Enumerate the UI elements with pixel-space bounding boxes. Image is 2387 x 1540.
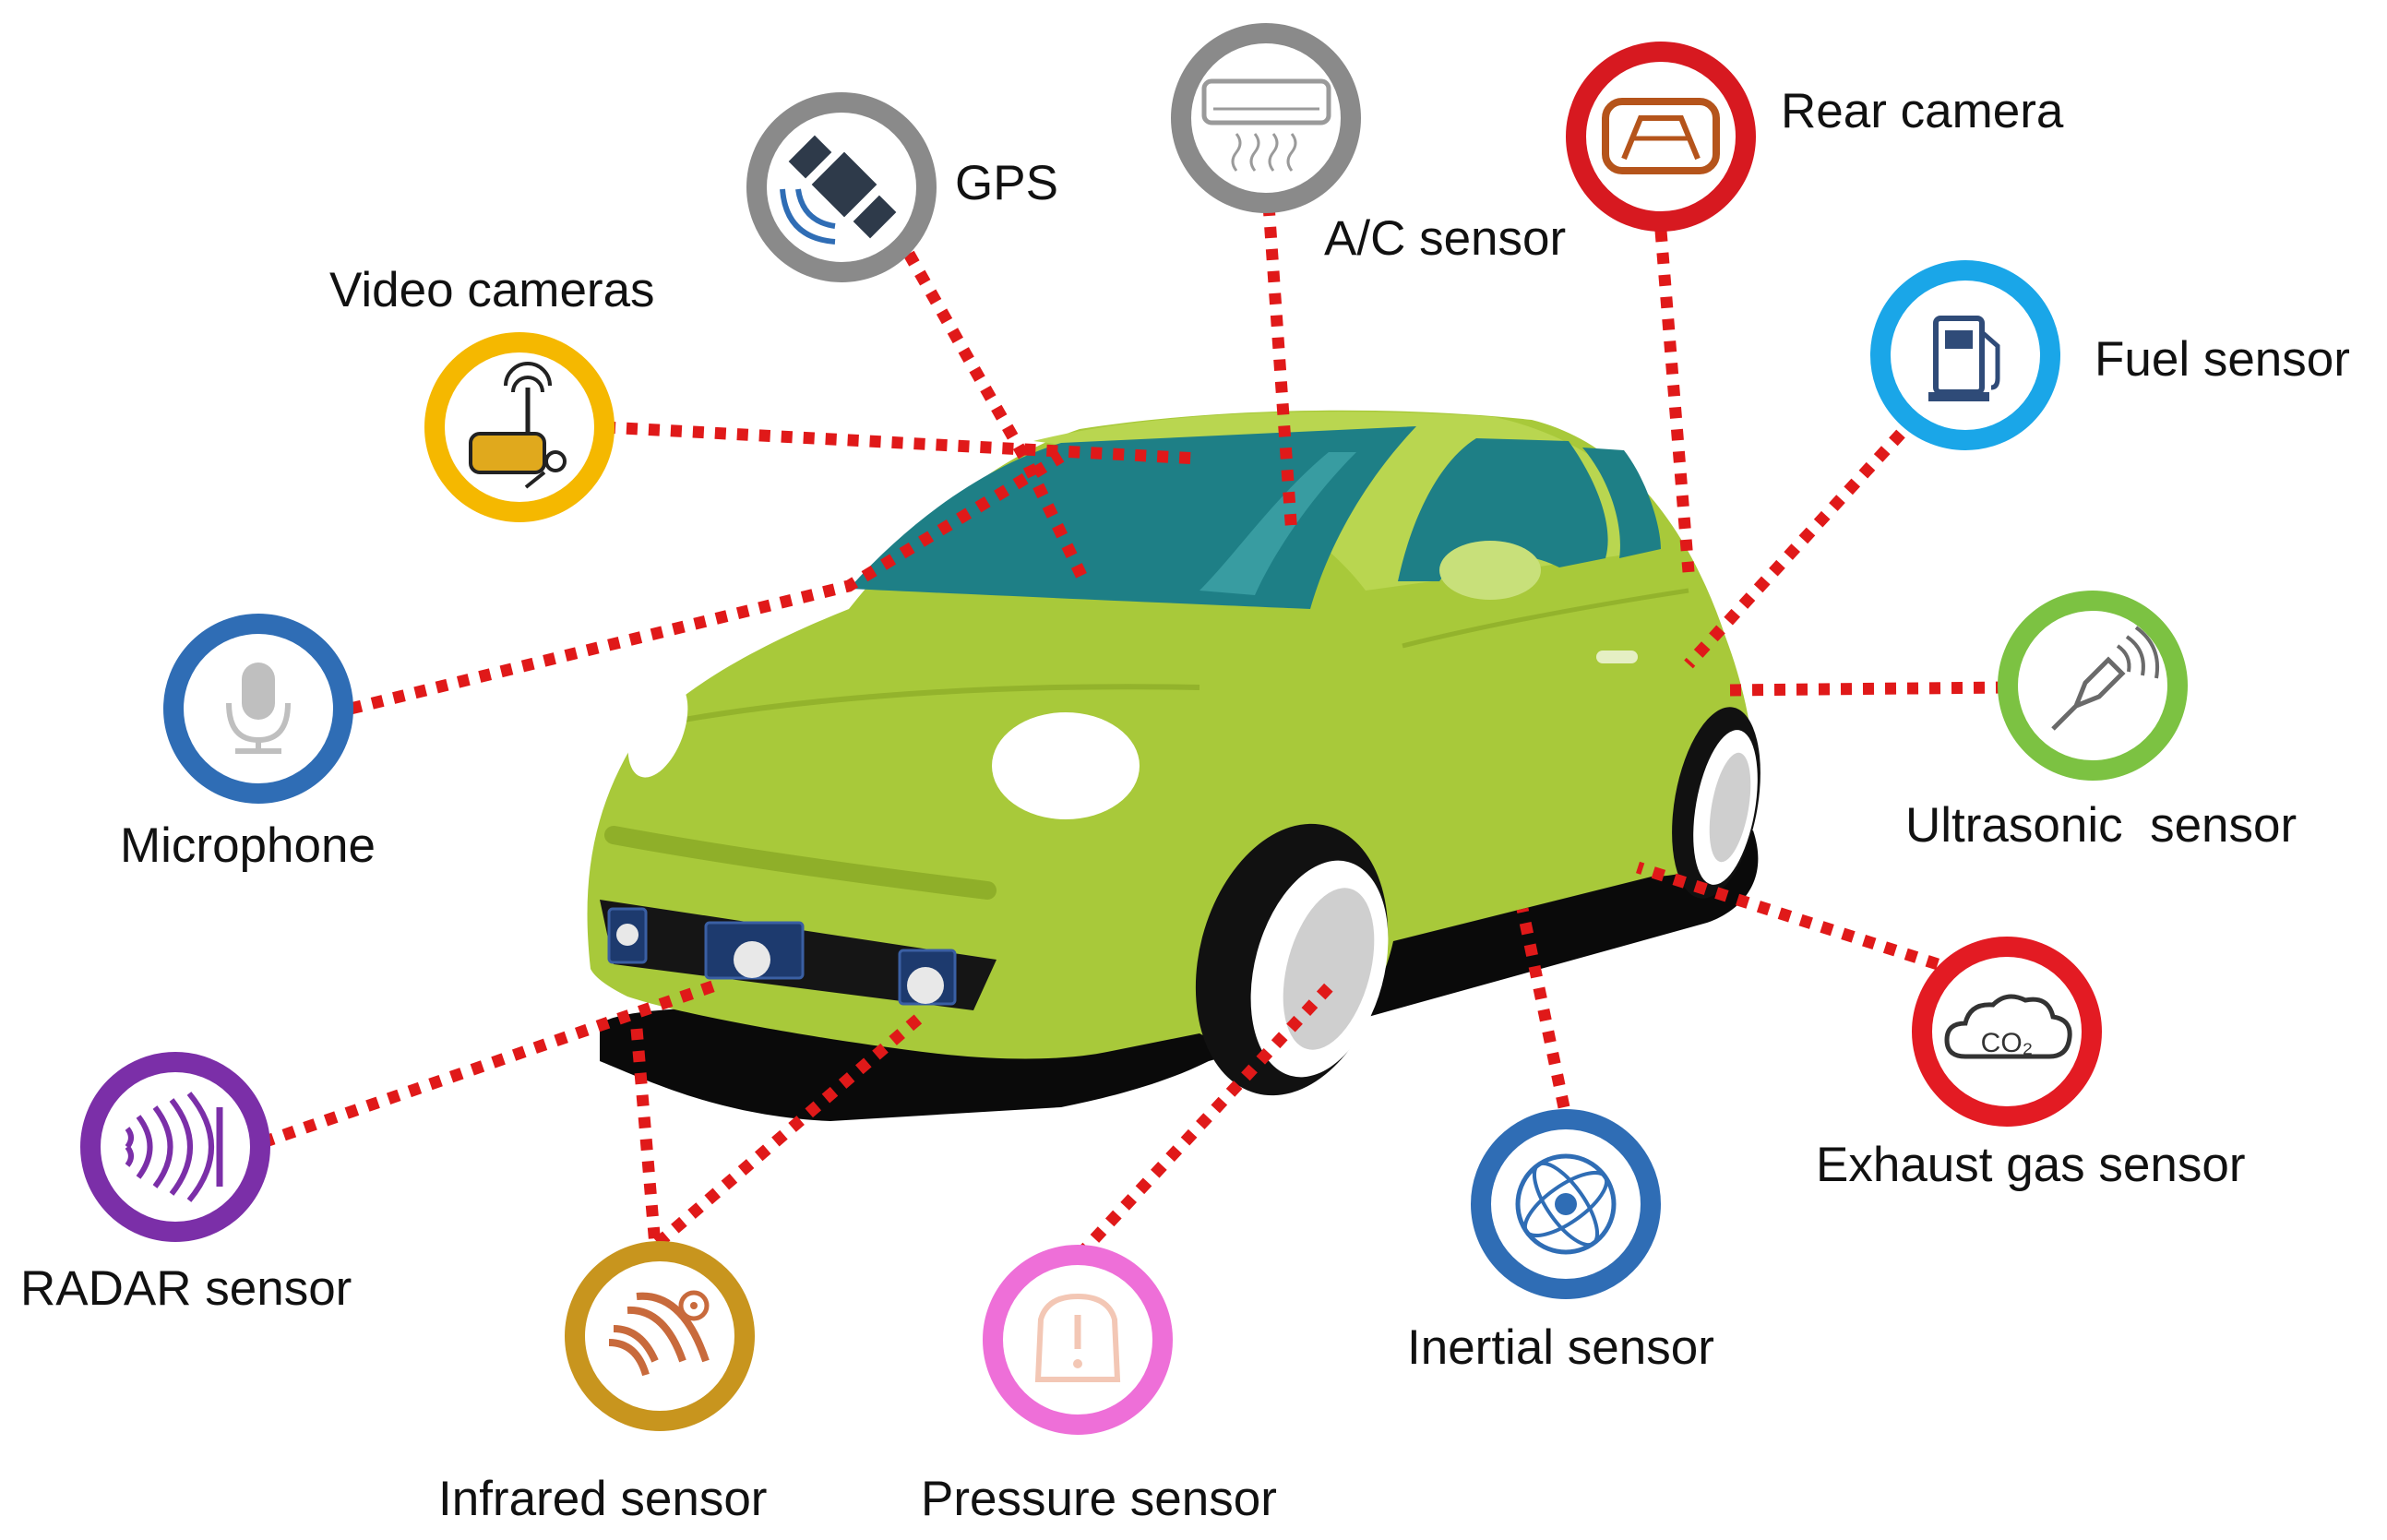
video-camera-icon xyxy=(424,332,615,522)
radar-icon xyxy=(80,1052,270,1242)
co2-label: CO₂ xyxy=(1981,1028,2034,1058)
exhaust-co2-icon: CO₂ xyxy=(1912,937,2102,1127)
inertial-gyroscope-icon xyxy=(1471,1109,1661,1299)
ac-sensor-icon xyxy=(1171,23,1361,213)
connector-video xyxy=(603,421,1200,465)
connector-radar xyxy=(260,979,718,1149)
connector-lines xyxy=(260,204,2008,1259)
fuel-pump-icon xyxy=(1870,260,2060,450)
car-illustration xyxy=(587,410,1760,1121)
label-inertial-sensor: Inertial sensor xyxy=(1407,1320,1714,1375)
microphone-icon xyxy=(163,614,353,804)
label-rear-camera: Rear camera xyxy=(1781,84,2064,138)
tire-pressure-icon xyxy=(983,1245,1173,1435)
gps-icon xyxy=(746,92,937,282)
label-radar-sensor: RADAR sensor xyxy=(20,1261,352,1316)
connector-ultrasonic xyxy=(1725,681,2008,697)
connector-microphone xyxy=(349,451,1065,715)
label-infrared-sensor: Infrared sensor xyxy=(438,1472,768,1526)
connector-ac xyxy=(1262,204,1298,536)
infrared-icon xyxy=(565,1241,755,1431)
car-headlight-right xyxy=(992,712,1140,819)
connector-exhaust xyxy=(1636,861,1939,971)
car-side-window xyxy=(1398,438,1608,581)
rear-camera-icon xyxy=(1566,42,1756,232)
label-pressure-sensor: Pressure sensor xyxy=(921,1472,1277,1526)
label-video-cameras: Video cameras xyxy=(329,263,655,317)
ultrasonic-probe-icon xyxy=(1998,591,2188,781)
car-headlight-left xyxy=(627,680,688,778)
label-ac-sensor: A/C sensor xyxy=(1324,211,1567,266)
connector-pressure xyxy=(1075,983,1333,1259)
connector-fuel xyxy=(1684,429,1905,669)
car-windshield xyxy=(849,426,1416,609)
connector-infrared xyxy=(630,1010,927,1259)
label-ultrasonic-sensor: Ultrasonic sensor xyxy=(1905,798,2297,853)
label-fuel-sensor: Fuel sensor xyxy=(2095,332,2350,387)
car-mirror xyxy=(1439,541,1541,600)
label-microphone: Microphone xyxy=(120,818,376,873)
label-gps: GPS xyxy=(955,156,1058,210)
label-exhaust-gas-sensor: Exhaust gas sensor xyxy=(1816,1138,2246,1192)
car-shadow xyxy=(600,830,1759,1121)
